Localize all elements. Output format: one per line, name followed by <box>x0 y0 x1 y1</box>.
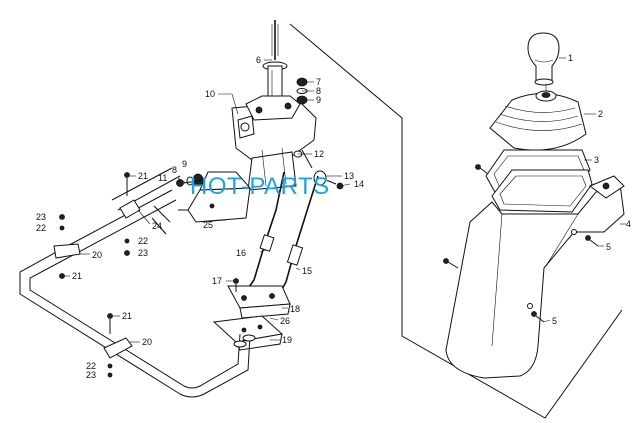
callout-16: 16 <box>236 248 246 258</box>
callout-22-mid: 22 <box>138 236 148 246</box>
callout-4: 4 <box>626 219 631 229</box>
callout-14: 14 <box>354 179 364 189</box>
callout-13: 13 <box>344 171 354 181</box>
frame-clamp-20-upper <box>53 243 81 259</box>
callout-24: 24 <box>152 221 162 231</box>
bezel-frame <box>485 149 593 213</box>
tube-frame <box>19 167 256 398</box>
fasteners-21-22-23 <box>59 172 130 378</box>
base-plate <box>178 171 252 223</box>
callout-22-low: 22 <box>86 361 96 371</box>
callout-19: 19 <box>282 335 292 345</box>
callout-25: 25 <box>203 220 213 230</box>
lever-bracket <box>231 95 317 191</box>
shift-lever <box>262 20 288 103</box>
callout-1: 1 <box>568 53 573 63</box>
callout-23-low: 23 <box>86 370 96 380</box>
callout-7: 7 <box>316 77 321 87</box>
callout-17: 17 <box>212 276 222 286</box>
callout-26: 26 <box>280 316 290 326</box>
frame-clamp-24 <box>119 199 141 219</box>
callout-18: 18 <box>290 304 300 314</box>
callout-20-lower: 20 <box>142 337 152 347</box>
callout-11: 11 <box>158 173 167 183</box>
callout-12: 12 <box>314 149 324 159</box>
callout-8-upper: 8 <box>316 86 321 96</box>
center-console <box>445 175 625 379</box>
callout-6: 6 <box>256 55 261 65</box>
callout-8-lower: 8 <box>172 165 177 175</box>
frame-clamp-20-lower <box>103 337 133 359</box>
screw-console-left <box>443 258 459 269</box>
watermark-text: HOT-PARTS <box>190 173 330 200</box>
callout-21-mid: 21 <box>72 271 82 281</box>
callout-15: 15 <box>302 266 312 276</box>
screw-5-upper <box>585 235 599 247</box>
pivot-bolt-left <box>176 173 205 187</box>
mount-plate-19 <box>212 315 284 351</box>
callout-9-lower: 9 <box>182 159 187 169</box>
cable-16 <box>243 171 285 295</box>
callout-22-top: 22 <box>36 223 46 233</box>
callout-10: 10 <box>205 89 215 99</box>
leader-lines <box>62 57 626 343</box>
callout-23-top: 23 <box>36 212 46 222</box>
callout-23-mid: 23 <box>138 248 148 258</box>
callout-labels: 1 2 3 4 5 5 6 7 8 9 10 8 9 11 12 13 14 1… <box>36 53 631 380</box>
callout-20-upper: 20 <box>92 250 102 260</box>
callout-5-lower: 5 <box>552 316 557 326</box>
screw-bezel-left <box>475 164 489 175</box>
shift-knob <box>527 32 560 86</box>
shift-boot <box>489 84 587 151</box>
callout-5-upper: 5 <box>606 242 611 252</box>
cable-bracket-18 <box>227 285 291 319</box>
callout-2: 2 <box>598 109 603 119</box>
callout-21-top: 21 <box>138 171 148 181</box>
callout-9-upper: 9 <box>316 95 321 105</box>
callout-21-low: 21 <box>122 311 132 321</box>
console-panel-boundary <box>289 23 623 419</box>
screw-5-lower <box>531 311 545 323</box>
callout-3: 3 <box>594 155 599 165</box>
